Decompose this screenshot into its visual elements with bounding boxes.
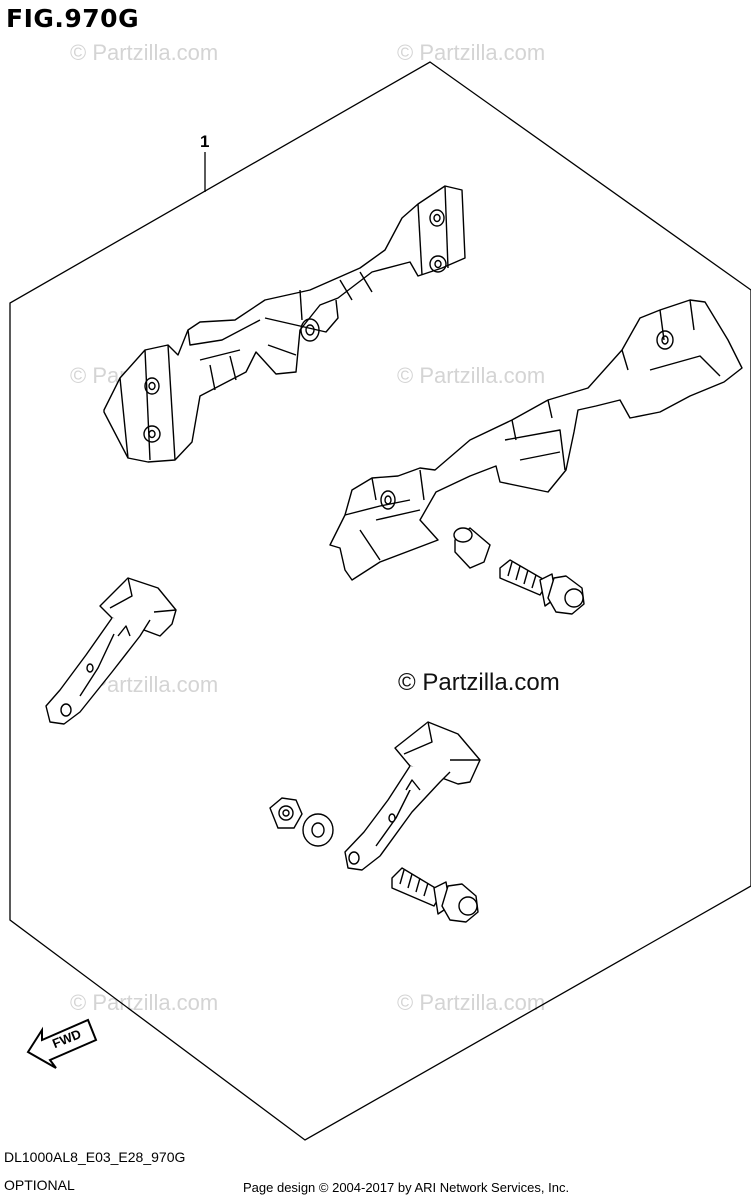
left-bracket-rail bbox=[103, 185, 466, 463]
section-label: OPTIONAL bbox=[4, 1177, 75, 1193]
watermark: © Partzilla.com bbox=[70, 40, 219, 65]
watermark: © Partzilla.com bbox=[397, 40, 546, 65]
flange-nut bbox=[269, 797, 303, 829]
diagram-code: DL1000AL8_E03_E28_970G bbox=[4, 1149, 186, 1165]
bolt-upper bbox=[499, 559, 585, 615]
assembly-boundary-hexagon bbox=[9, 61, 751, 1141]
spacer-collar bbox=[453, 527, 491, 569]
watermark: © Partzilla.com bbox=[397, 363, 546, 388]
footer-credit: Page design © 2004-2017 by ARI Network S… bbox=[243, 1180, 570, 1195]
hook-bracket-left bbox=[45, 577, 177, 725]
watermark-main: © Partzilla.com bbox=[398, 669, 560, 696]
part-callout-number[interactable]: 1 bbox=[200, 132, 210, 151]
watermark: © Partzilla.com bbox=[397, 990, 546, 1015]
bolt-lower bbox=[391, 867, 479, 923]
washer bbox=[302, 813, 334, 847]
figure-title: FIG.970G bbox=[6, 4, 140, 33]
hook-bracket-right bbox=[344, 721, 481, 871]
fwd-arrow-icon: FWD bbox=[26, 1018, 98, 1069]
watermark: © Partzilla.com bbox=[70, 990, 219, 1015]
right-bracket-rail bbox=[329, 299, 743, 581]
